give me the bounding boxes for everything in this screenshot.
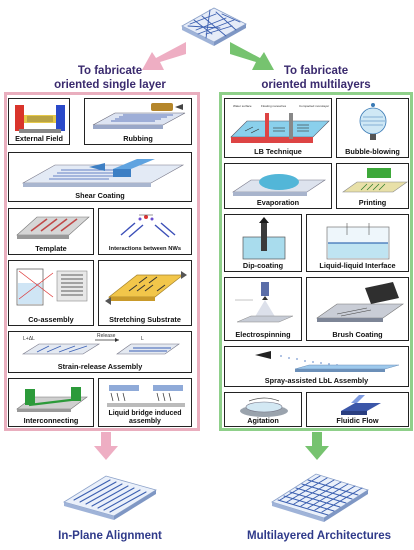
method-liquid-liquid-interface: Liquid-liquid Interface (306, 214, 409, 272)
single-layer-heading-line1: To fabricate (77, 65, 143, 77)
agitation-illustration (240, 397, 288, 417)
method-label: LB Technique (254, 147, 302, 156)
multilayers-panel (219, 92, 413, 431)
electrospinning-illustration (235, 282, 294, 323)
method-fluidic-flow: Fluidic Flow (306, 392, 409, 427)
aligned-nanowires-image (63, 475, 157, 520)
method-label: Stretching Substrate (109, 315, 181, 324)
method-label: Rubbing (123, 134, 153, 143)
method-label: Liquid-liquid Interface (319, 261, 396, 270)
method-label: Printing (358, 198, 387, 207)
method-label: Brush Coating (332, 330, 383, 339)
liquid-bridge-illustration (107, 385, 185, 407)
method-strain-release-assembly: L+ΔL Release L Strain-release Assembly (8, 331, 192, 373)
method-rubbing: Rubbing (84, 98, 192, 145)
lb-label-water-surface: Water surface (233, 104, 252, 108)
stretching-substrate-illustration (105, 271, 187, 305)
method-label: Dip-coating (242, 261, 284, 270)
method-label: Bubble-blowing (345, 147, 400, 156)
co-assembly-illustration (16, 268, 88, 306)
method-spray-assisted-lbl-assembly: Spray-assisted LbL Assembly (224, 346, 409, 387)
evaporation-illustration (232, 174, 326, 196)
method-agitation: Agitation (224, 392, 302, 427)
method-liquid-bridge-induced-assembly: Liquid bridge induced assembly (98, 378, 192, 427)
spray-lbl-illustration (255, 351, 400, 372)
strain-release-release-text: Release (97, 333, 116, 339)
method-interconnecting: Interconnecting (8, 378, 94, 427)
method-label: Electrospinning (235, 330, 291, 339)
multilayer-grid-image (271, 473, 369, 522)
method-label: Co-assembly (28, 315, 74, 324)
method-stretching-substrate: Stretching Substrate (98, 260, 192, 326)
method-electrospinning: Electrospinning (224, 277, 302, 341)
brush-coating-illustration (316, 282, 404, 322)
method-label: Liquid bridge induced assembly (99, 410, 191, 425)
external-field-illustration (15, 105, 65, 133)
interconnecting-illustration (16, 387, 88, 412)
single-layer-heading: To fabricate oriented single layer (40, 64, 180, 92)
method-shear-coating: Shear Coating (8, 152, 192, 202)
method-label: Evaporation (256, 198, 300, 207)
dip-coating-illustration (242, 217, 286, 260)
fluidic-flow-illustration (341, 395, 381, 415)
method-label: Spray-assisted LbL Assembly (264, 376, 369, 385)
arrow-to-single-layer (142, 42, 186, 70)
method-external-field: External Field (8, 98, 70, 145)
multilayered-architectures-title: Multilayered Architectures (246, 530, 391, 542)
method-label: Strain-release Assembly (57, 362, 143, 371)
single-layer-panel (4, 92, 200, 431)
random-nanowires-image (181, 7, 247, 46)
strain-release-start-length: L+ΔL (23, 336, 35, 342)
lb-label-compacted-monolayer: Compacted monolayer (299, 104, 329, 108)
method-dip-coating: Dip-coating (224, 214, 302, 272)
shear-coating-illustration (21, 159, 185, 187)
method-lb-technique: Water surface Floating nanowires Compact… (224, 98, 332, 158)
template-illustration (16, 216, 90, 239)
method-label: Interactions between NWs (108, 246, 182, 252)
bubble-blowing-illustration (359, 103, 387, 140)
liquid-bridge-label-text: Liquid bridge induced assembly (108, 410, 182, 425)
method-label: Fluidic Flow (336, 416, 379, 425)
method-co-assembly: Co-assembly (8, 260, 94, 326)
method-label: Agitation (247, 416, 279, 425)
liquid-liquid-interface-illustration (326, 223, 390, 260)
method-brush-coating: Brush Coating (306, 277, 409, 341)
method-interactions-between-nws: Interactions between NWs (98, 208, 192, 255)
in-plane-alignment-title: In-Plane Alignment (58, 530, 162, 542)
single-layer-heading-line2: oriented single layer (54, 79, 166, 91)
multilayers-heading: To fabricate oriented multilayers (246, 64, 386, 92)
multilayers-heading-line2: oriented multilayers (261, 79, 371, 91)
arrow-to-multilayered-architectures (305, 432, 329, 460)
printing-illustration (342, 168, 408, 193)
method-printing: Printing (336, 163, 409, 209)
method-label: Template (35, 244, 67, 253)
interactions-illustration (120, 214, 176, 238)
method-label: External Field (15, 134, 63, 143)
strain-release-illustration (21, 338, 180, 355)
arrow-to-multilayers (230, 42, 274, 70)
method-label: Shear Coating (75, 191, 125, 200)
rubbing-illustration (92, 103, 186, 129)
method-label: Interconnecting (23, 416, 79, 425)
lb-technique-illustration: Water surface Floating nanowires Compact… (230, 104, 330, 143)
lb-label-floating-nanowires: Floating nanowires (261, 104, 287, 108)
method-template: Template (8, 208, 94, 255)
method-evaporation: Evaporation (224, 163, 332, 209)
strain-release-end-length: L (141, 336, 144, 342)
method-bubble-blowing: Bubble-blowing (336, 98, 409, 158)
multilayers-heading-line1: To fabricate (283, 65, 349, 77)
arrow-to-in-plane-alignment (94, 432, 118, 460)
